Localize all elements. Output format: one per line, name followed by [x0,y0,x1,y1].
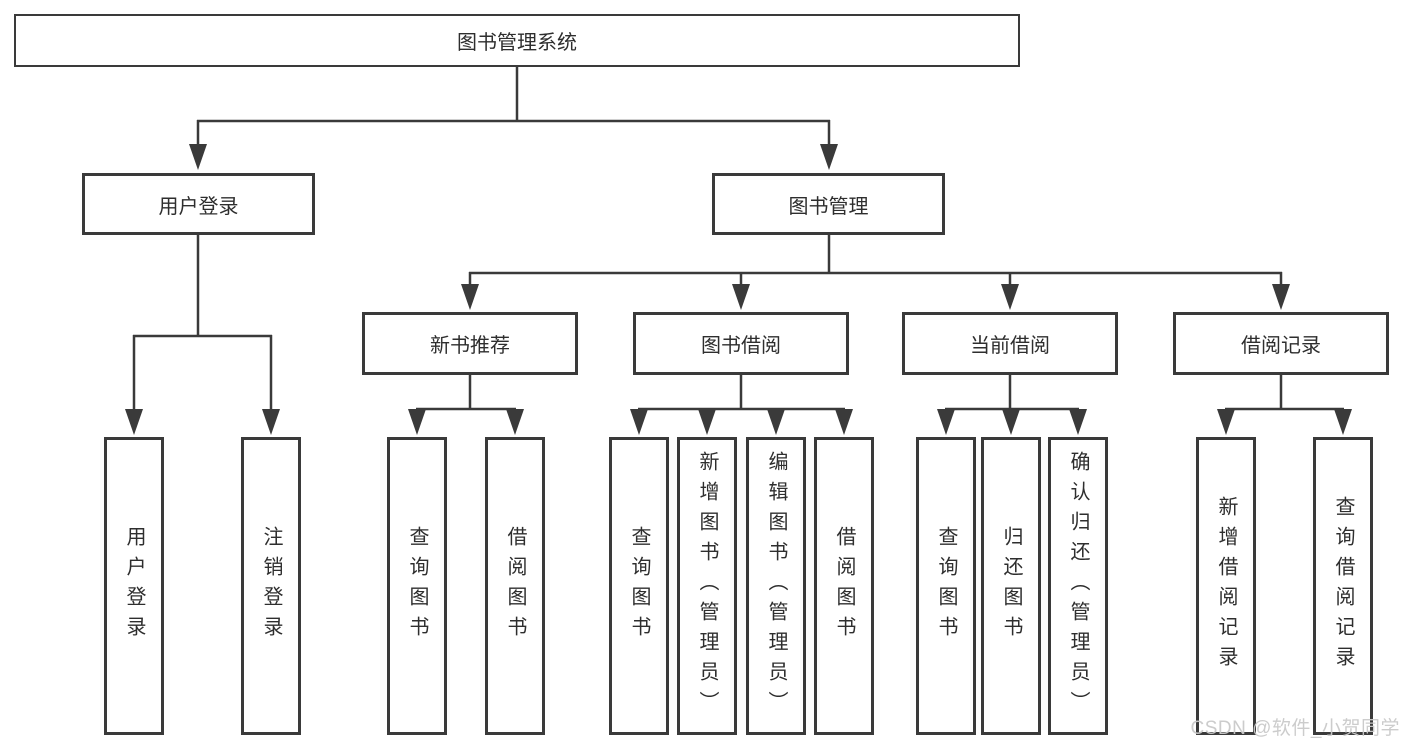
leaf-borrow-edit-admin: 编辑图书（管理员） [746,437,806,735]
node-book-borrow-label: 图书借阅 [701,335,781,357]
leaf-borrow-query: 查询图书 [609,437,669,735]
arrowhead [125,409,143,435]
leaf-current-query-label: 查询图书 [935,526,957,646]
leaf-borrow-add-admin: 新增图书（管理员） [677,437,737,735]
watermark: CSDN @软件_小贺同学 [1190,718,1400,739]
arrowhead [1217,409,1235,435]
node-borrow-records: 借阅记录 [1173,312,1389,375]
arrowhead [1002,409,1020,435]
arrowhead [630,409,648,435]
leaf-user-login-label: 用户登录 [123,526,145,646]
node-book-management-label: 图书管理 [788,195,869,218]
leaf-records-query: 查询借阅记录 [1313,437,1373,735]
node-user-login: 用户登录 [82,173,315,235]
node-borrow-records-label: 借阅记录 [1241,335,1321,357]
arrowhead [506,409,524,435]
arrowhead [408,409,426,435]
arrowhead [835,409,853,435]
leaf-newbook-borrow: 借阅图书 [485,437,545,735]
leaf-logout: 注销登录 [241,437,301,735]
node-current-borrow-label: 当前借阅 [970,335,1050,357]
node-library-system: 图书管理系统 [14,14,1020,67]
leaf-newbook-borrow-label: 借阅图书 [504,526,526,646]
arrowhead [937,409,955,435]
leaf-borrow-query-label: 查询图书 [628,526,650,646]
arrowhead [1001,284,1019,310]
arrowheads [125,144,1352,435]
leaf-current-confirm-admin: 确认归还（管理员） [1048,437,1108,735]
leaf-user-login: 用户登录 [104,437,164,735]
leaf-newbook-query-label: 查询图书 [406,526,428,646]
leaf-logout-label: 注销登录 [260,526,282,646]
arrowhead [189,144,207,170]
leaf-records-add-label: 新增借阅记录 [1215,496,1237,676]
arrowhead [461,284,479,310]
node-new-book-recommend-label: 新书推荐 [430,335,510,357]
arrowhead [698,409,716,435]
leaf-records-query-label: 查询借阅记录 [1332,496,1354,676]
arrowhead [767,409,785,435]
arrowhead [1334,409,1352,435]
node-user-login-label: 用户登录 [158,195,239,218]
leaf-current-confirm-admin-label: 确认归还（管理员） [1067,451,1089,721]
node-new-book-recommend: 新书推荐 [362,312,578,375]
leaf-current-query: 查询图书 [916,437,976,735]
leaf-borrow-add-admin-label: 新增图书（管理员） [696,451,718,721]
arrowhead [820,144,838,170]
leaf-borrow-edit-admin-label: 编辑图书（管理员） [765,451,787,721]
node-current-borrow: 当前借阅 [902,312,1118,375]
leaf-borrow-book: 借阅图书 [814,437,874,735]
node-book-borrow: 图书借阅 [633,312,849,375]
leaf-current-return-label: 归还图书 [1000,526,1022,646]
leaf-records-add: 新增借阅记录 [1196,437,1256,735]
node-book-management: 图书管理 [712,173,945,235]
arrowhead [1272,284,1290,310]
node-library-system-label: 图书管理系统 [457,32,577,54]
arrowhead [262,409,280,435]
arrowhead [732,284,750,310]
leaf-newbook-query: 查询图书 [387,437,447,735]
leaf-current-return: 归还图书 [981,437,1041,735]
leaf-borrow-book-label: 借阅图书 [833,526,855,646]
arrowhead [1069,409,1087,435]
